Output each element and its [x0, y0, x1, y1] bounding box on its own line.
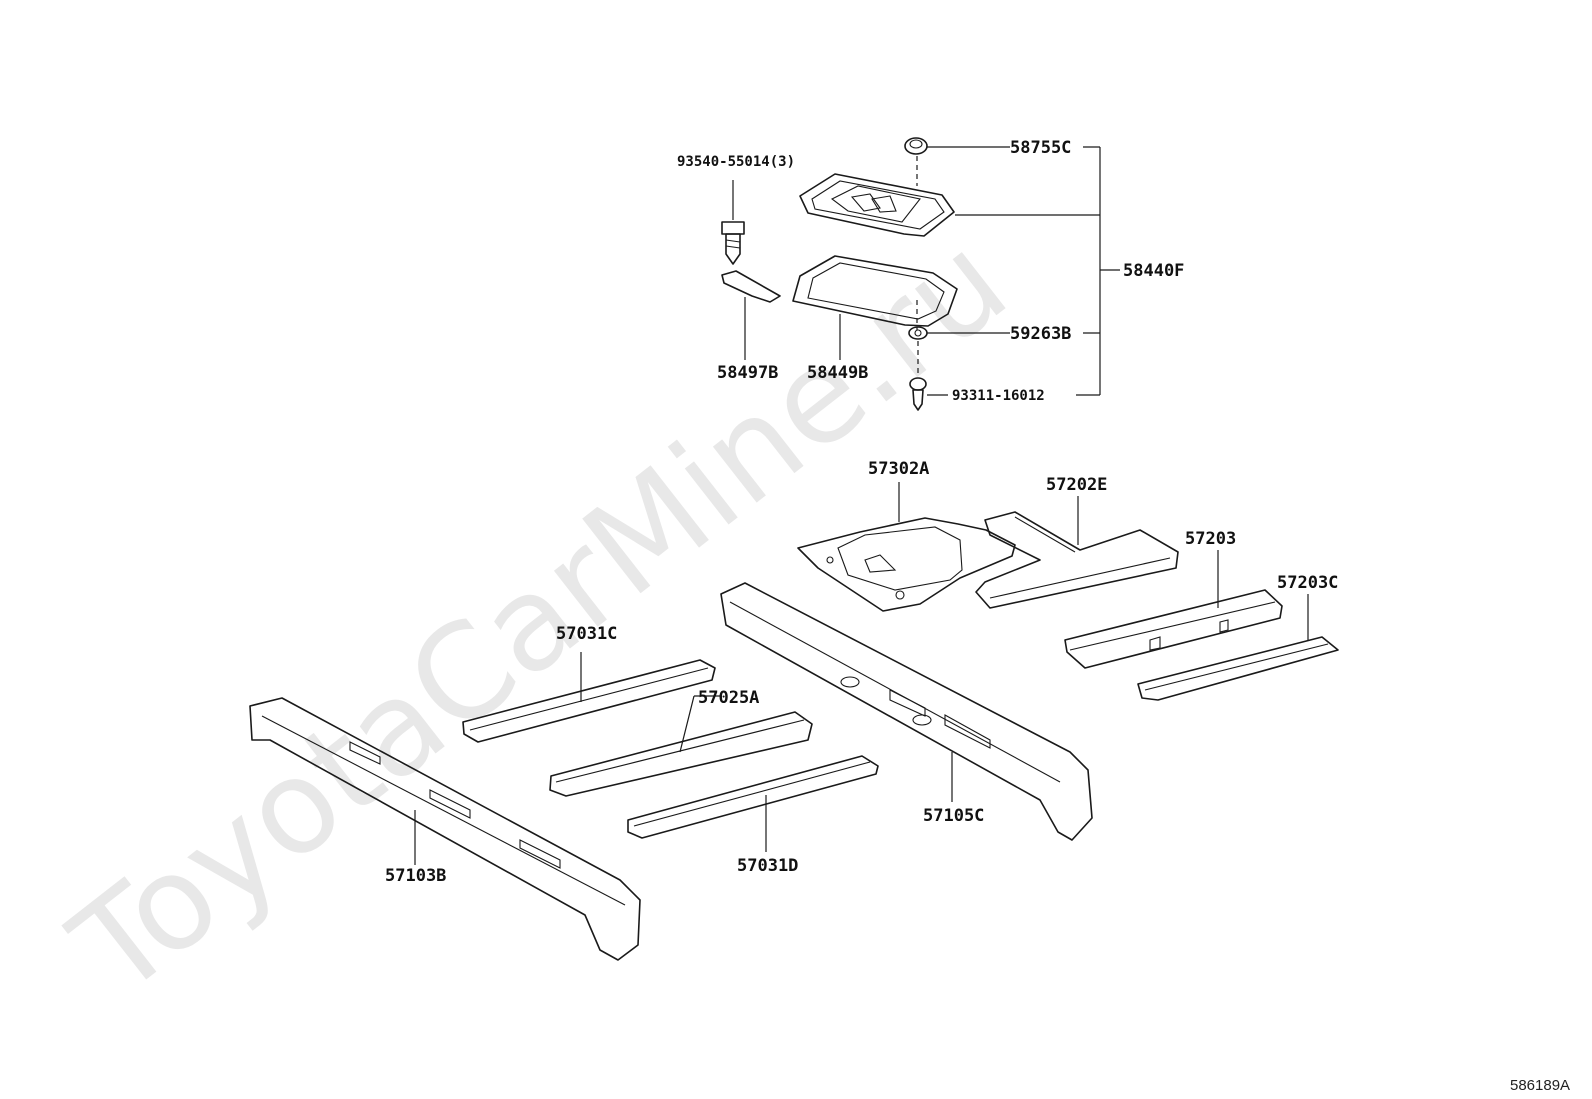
floor-pan-57302a[interactable]	[797, 517, 1016, 612]
side-member-57103b[interactable]	[249, 697, 641, 961]
label-93311: 93311-16012	[952, 388, 1045, 404]
crossmember-57203c[interactable]	[1137, 636, 1339, 701]
bracket-58497b[interactable]	[721, 270, 781, 303]
label-57031d: 57031D	[737, 856, 798, 876]
bolt-93540[interactable]	[721, 221, 745, 265]
label-93540: 93540-55014(3)	[677, 154, 795, 170]
rail-57025a[interactable]	[549, 711, 813, 797]
seal-58449b[interactable]	[792, 255, 958, 327]
label-57031c: 57031C	[556, 624, 617, 644]
label-59263b: 59263B	[1010, 324, 1071, 344]
plug-58755c[interactable]	[904, 137, 928, 155]
label-57103b: 57103B	[385, 866, 446, 886]
side-member-57105c[interactable]	[720, 582, 1093, 841]
label-57302a: 57302A	[868, 459, 929, 479]
hole-cover-58440f[interactable]	[799, 173, 955, 237]
rail-57031d[interactable]	[627, 755, 879, 839]
label-58449b: 58449B	[807, 363, 868, 383]
label-58755c: 58755C	[1010, 138, 1071, 158]
diagram-ref-number: 586189A	[1510, 1077, 1570, 1094]
label-57202e: 57202E	[1046, 475, 1107, 495]
watermark: ToyotaCarMine.ru	[45, 205, 1034, 1025]
screw-93311[interactable]	[909, 377, 927, 411]
crossmember-57203[interactable]	[1064, 589, 1283, 669]
rail-57031c[interactable]	[462, 659, 716, 743]
label-57105c: 57105C	[923, 806, 984, 826]
label-58497b: 58497B	[717, 363, 778, 383]
label-57203c: 57203C	[1277, 573, 1338, 593]
label-57025a: 57025A	[698, 688, 759, 708]
label-58440f: 58440F	[1123, 261, 1184, 281]
crossmember-57202e[interactable]	[975, 511, 1179, 609]
label-57203: 57203	[1185, 529, 1236, 549]
